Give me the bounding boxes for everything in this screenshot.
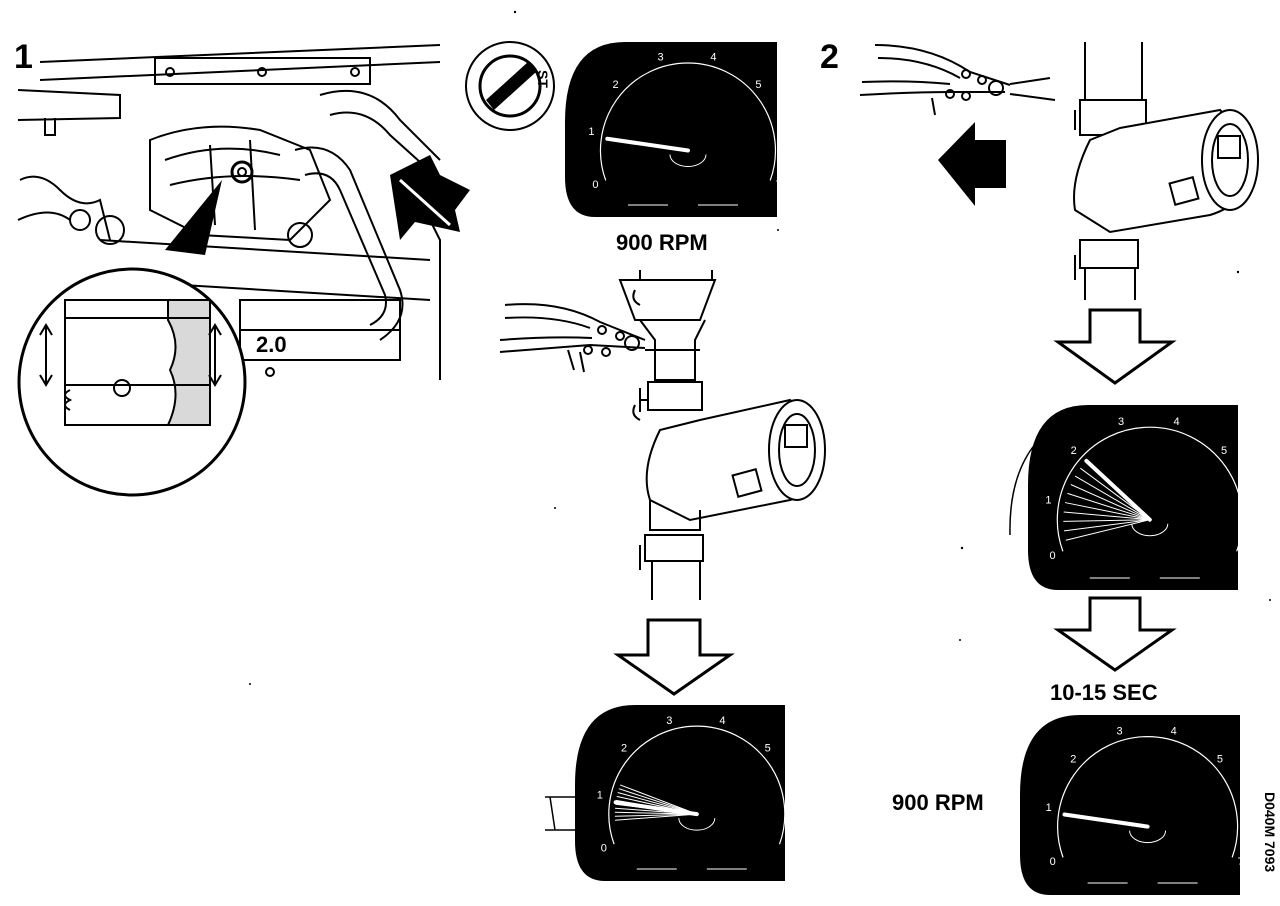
gauge-arc <box>1057 735 1239 858</box>
gauge-tick-label: 5 <box>755 79 761 91</box>
gauge-tick-label: 0 <box>601 843 607 855</box>
pliers-right <box>859 44 1056 116</box>
tacho-fluctuating-right-gauge: 0 1 2 3 4 5 6 7 <box>1028 405 1252 590</box>
gauge-hub <box>678 818 716 831</box>
gauge-hub <box>1129 830 1167 844</box>
needle-sweep-line <box>1063 519 1150 522</box>
step-2-number: 2 <box>820 38 839 76</box>
fluctuation-bracket-left <box>545 796 580 831</box>
gauge-hub <box>669 154 707 167</box>
caption-10-15-sec: 10-15 SEC <box>1050 680 1158 705</box>
gauge-tick-label: 2 <box>1071 445 1077 457</box>
needle-sweep-line <box>618 788 697 815</box>
gauge-tick-label: 7 <box>1238 856 1244 868</box>
down-arrow-center <box>613 618 735 696</box>
needle-sweep-line <box>1063 511 1150 521</box>
down-arrow-right-1 <box>1053 308 1177 385</box>
gauge-tick-label: 3 <box>1117 725 1123 737</box>
gauge-tick-label: 0 <box>1050 856 1056 868</box>
needle-sweep-line <box>1065 519 1150 541</box>
gauge-tick-label: 1 <box>588 126 594 138</box>
engine-bay-illustration <box>17 44 441 380</box>
needle <box>1062 812 1150 829</box>
pliers-center <box>499 303 646 373</box>
gauge-tick-label: 1 <box>1045 494 1051 506</box>
tacho-stable-gauge: 0 1 2 3 4 5 6 7 <box>1020 715 1248 895</box>
gauge-tick-label: 6 <box>780 126 786 138</box>
idle-valve-right <box>1073 42 1259 300</box>
gauge-tick-label: 6 <box>1242 802 1248 814</box>
needle-sweep-line <box>1064 502 1150 521</box>
engine-badge-text: 2.0 <box>256 332 287 357</box>
scan-noise <box>249 10 1271 685</box>
ignition-st-label: ST <box>535 70 551 88</box>
idle-valve-center <box>618 270 826 600</box>
tacho-idle-gauge: 0 1 2 3 4 5 6 7 <box>565 42 786 217</box>
gauge-tick-label: 7 <box>776 179 782 191</box>
gauge-body <box>1020 715 1240 895</box>
gauge-tick-label: 3 <box>666 715 672 727</box>
gauge-tick-label: 3 <box>658 52 664 64</box>
needle <box>613 800 699 817</box>
step-1-number: 1 <box>14 38 33 76</box>
down-arrow-right-2 <box>1053 596 1177 672</box>
gauge-tick-label: 0 <box>1049 550 1055 562</box>
gauge-tick-label: 6 <box>789 790 795 802</box>
needle <box>1084 458 1152 522</box>
gauge-tick-label: 4 <box>1174 416 1180 428</box>
gauge-tick-label: 4 <box>719 715 725 727</box>
gauge-tick-label: 1 <box>597 790 603 802</box>
gauge-tick-label: 7 <box>1242 550 1248 562</box>
gauge-arc <box>608 725 786 845</box>
gauge-tick-label: 6 <box>1246 494 1252 506</box>
left-arrow-right-section <box>938 122 1006 206</box>
gauge-arc <box>1056 426 1243 552</box>
needle-sweep-line <box>614 813 697 817</box>
needle-sweep-line <box>1070 484 1151 521</box>
gauge-body <box>1028 405 1238 590</box>
gauge-tick-label: 7 <box>785 843 791 855</box>
caption-900-rpm-bottom: 900 RPM <box>892 790 984 815</box>
gauge-tick-label: 2 <box>621 742 627 754</box>
gauges-layer: 0 1 2 3 4 5 6 7 0 1 2 3 4 5 6 7 0 1 2 3 4 5 6 7 0 1 2 3 4 5 6 7 <box>545 42 1252 895</box>
ignition-key-icon: ST <box>465 41 555 131</box>
gauge-body <box>575 705 785 881</box>
gauge-arc <box>599 62 777 181</box>
detail-callout <box>17 180 247 497</box>
needle-sweep-line <box>1074 475 1151 521</box>
gauge-tick-label: 2 <box>612 79 618 91</box>
needle-sweep-line <box>614 813 697 821</box>
pointer-arrow-step1 <box>390 155 470 240</box>
gauge-tick-label: 5 <box>1221 445 1227 457</box>
gauge-tick-label: 5 <box>765 742 771 754</box>
tacho-fluctuating-left-gauge: 0 1 2 3 4 5 6 7 <box>575 705 795 881</box>
gauge-hub <box>1131 523 1169 537</box>
gauge-tick-label: 5 <box>1217 754 1223 766</box>
needle-sweep-line <box>1063 519 1150 532</box>
caption-900-rpm-top: 900 RPM <box>616 230 708 255</box>
fluctuation-bracket-right <box>1009 414 1074 536</box>
gauge-body <box>565 42 777 217</box>
gauge-tick-label: 0 <box>592 179 598 191</box>
gauge-tick-label: 2 <box>1070 754 1076 766</box>
needle <box>605 136 690 153</box>
gauge-tick-label: 1 <box>1046 802 1052 814</box>
gauge-tick-label: 4 <box>710 52 716 64</box>
gauge-tick-label: 4 <box>1171 725 1177 737</box>
needle-sweep-line <box>1067 492 1150 521</box>
needle-sweep-line <box>619 784 697 815</box>
gauge-tick-label: 3 <box>1118 416 1124 428</box>
